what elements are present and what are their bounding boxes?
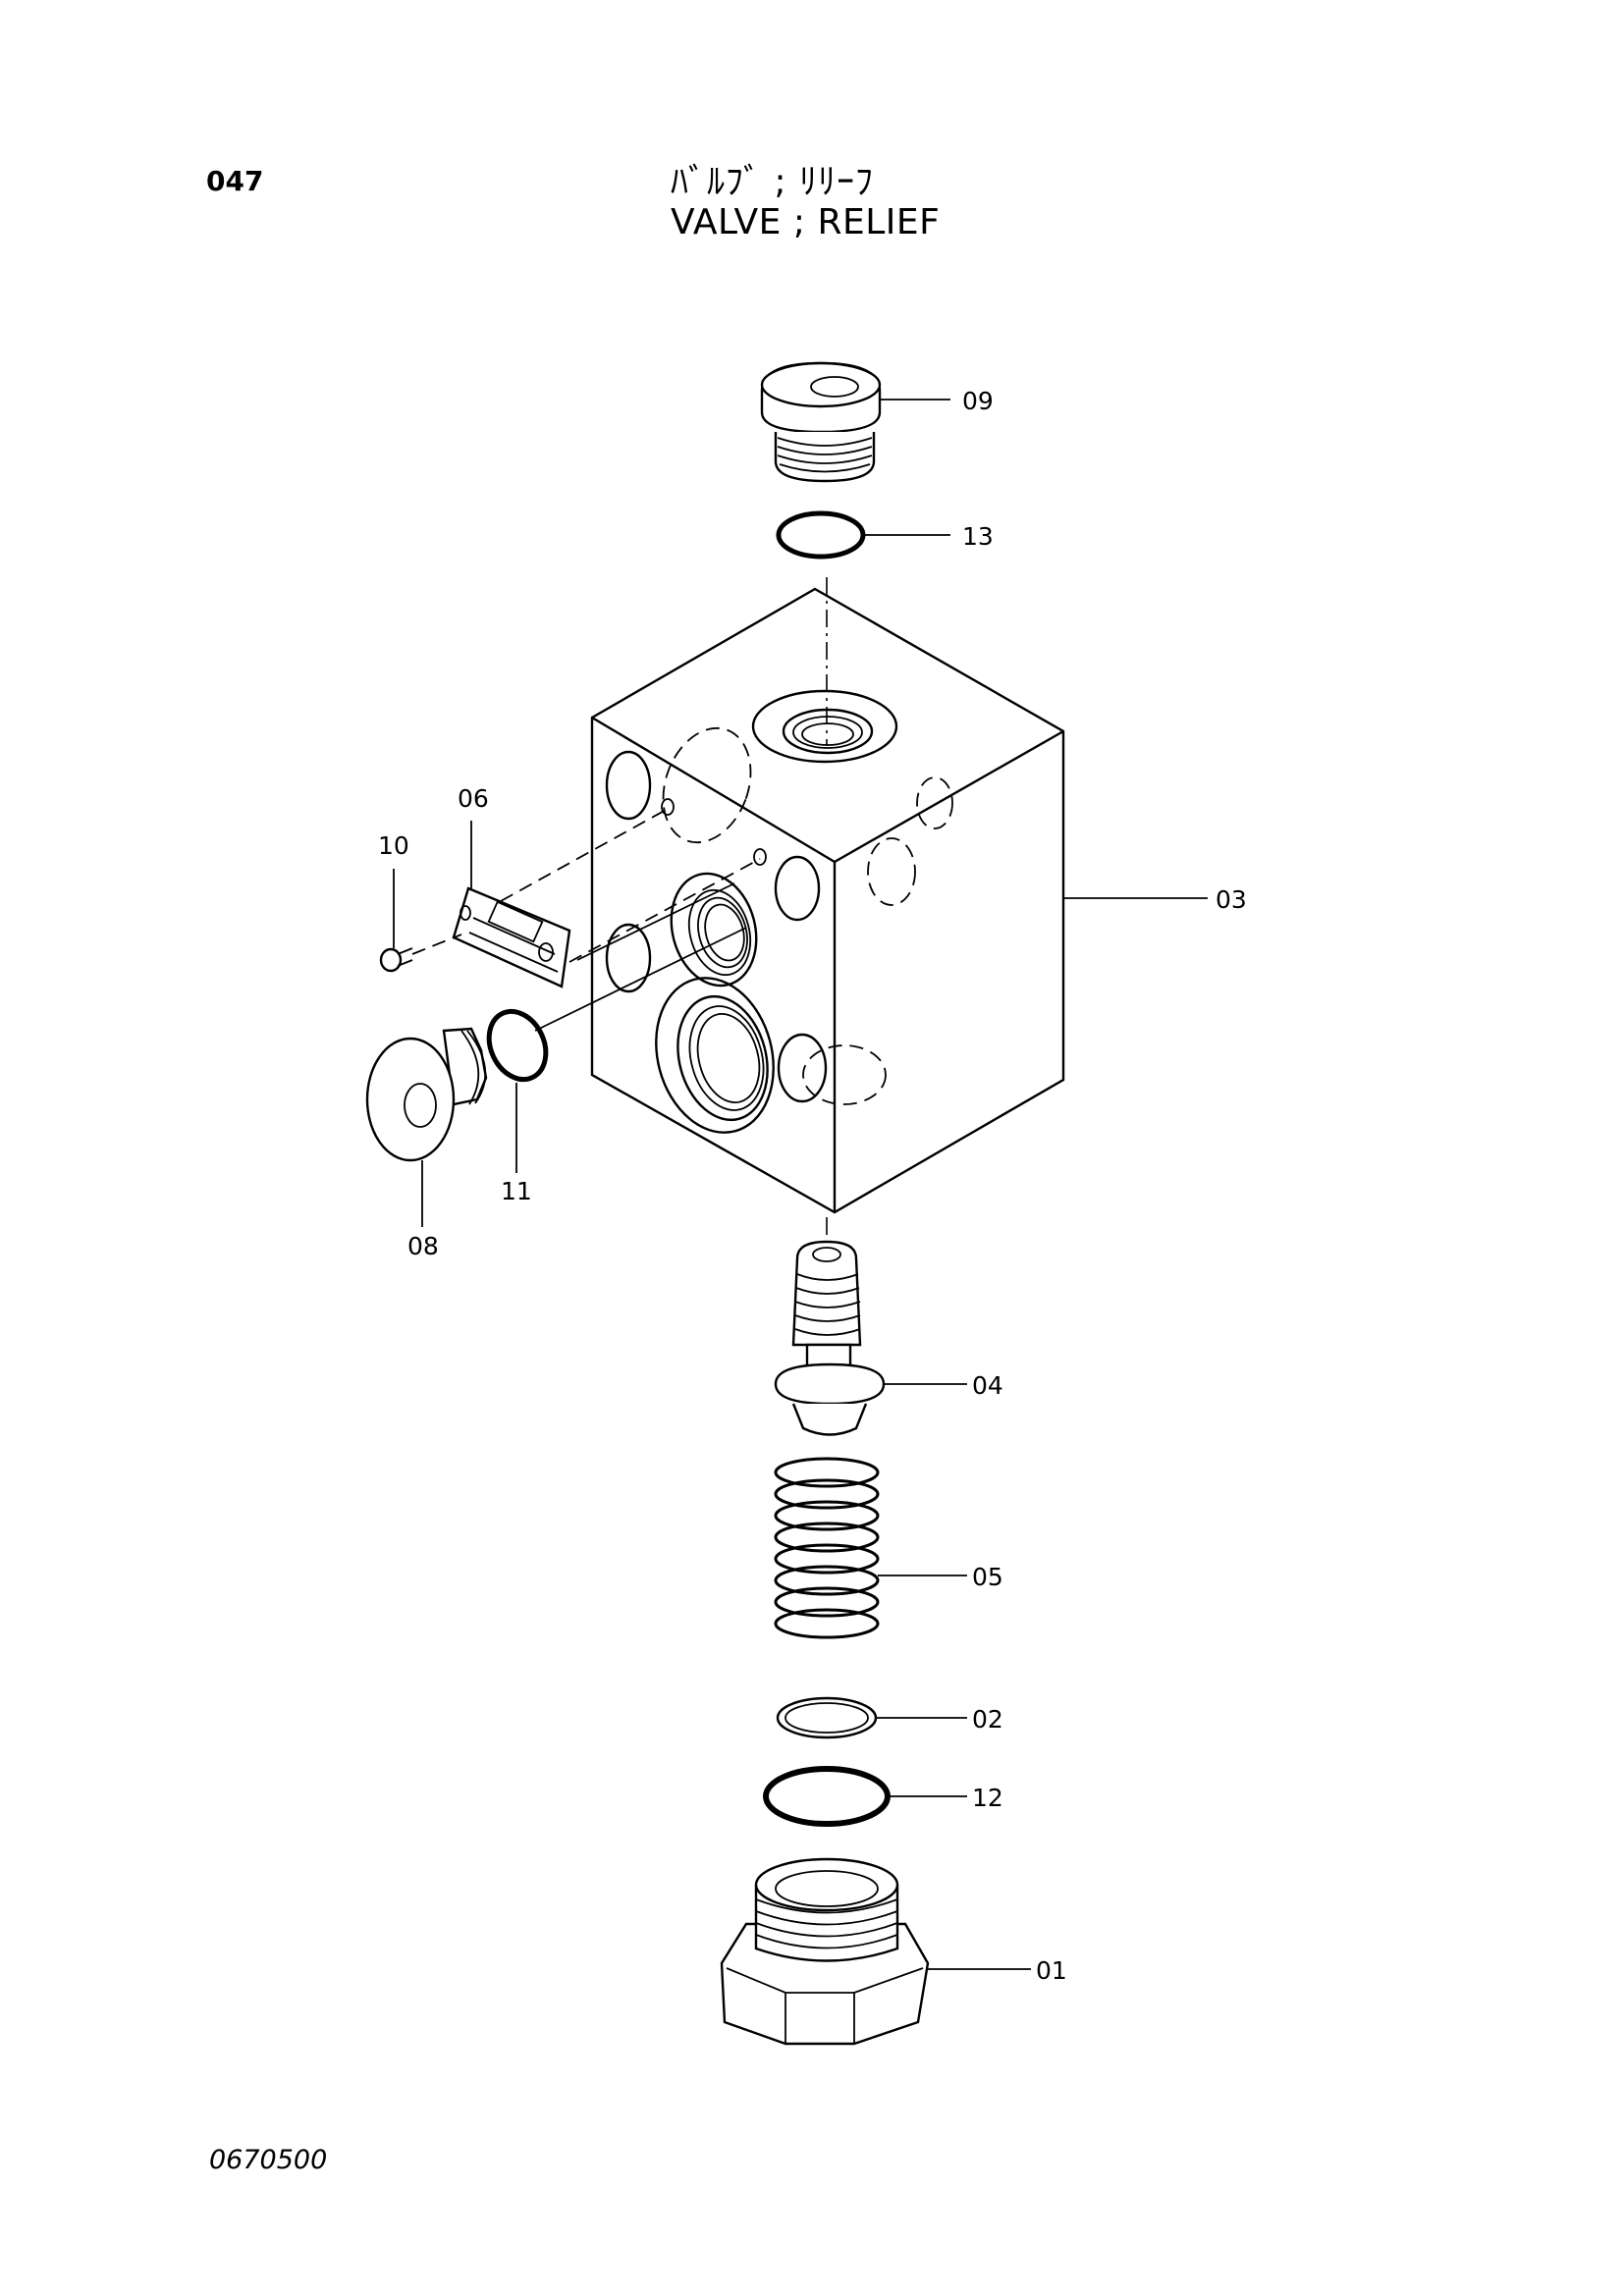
- callout-08: 08: [407, 1232, 439, 1260]
- page-number: 047: [206, 165, 264, 197]
- part-02-backup-ring: [776, 1696, 967, 1739]
- drawing-code: 0670500: [209, 2145, 328, 2175]
- part-13-o-ring-lower: [763, 1766, 967, 1827]
- part-03-valve-body: [590, 587, 1208, 1214]
- callout-02: 02: [972, 1705, 1003, 1734]
- callout-05: 05: [972, 1563, 1003, 1591]
- callout-06: 06: [458, 784, 489, 813]
- title-japanese: ﾊﾞﾙﾌﾞ ; ﾘﾘｰﾌ: [671, 162, 875, 202]
- part-10-screw: [379, 869, 462, 973]
- callout-13: 12: [972, 1784, 1003, 1812]
- callout-09: 09: [962, 387, 994, 415]
- callout-10: 10: [378, 831, 409, 860]
- part-04-poppet: [774, 1240, 967, 1436]
- part-09-plug-top: [760, 361, 950, 483]
- part-05-spring: [774, 1457, 967, 1639]
- callout-03: 03: [1216, 885, 1247, 914]
- part-11-o-ring-side: [486, 1008, 549, 1173]
- callout-12: 13: [962, 522, 994, 551]
- callout-11: 11: [501, 1177, 532, 1205]
- part-06-plate: [452, 821, 571, 988]
- title-english: VALVE ; RELIEF: [671, 202, 941, 242]
- part-12-o-ring-top: [776, 510, 950, 560]
- part-08-plug: [365, 1027, 488, 1227]
- callout-04: 04: [972, 1371, 1003, 1400]
- callout-01: 01: [1036, 1956, 1067, 1985]
- part-01-fitting-hex-nut: [720, 1857, 1031, 2046]
